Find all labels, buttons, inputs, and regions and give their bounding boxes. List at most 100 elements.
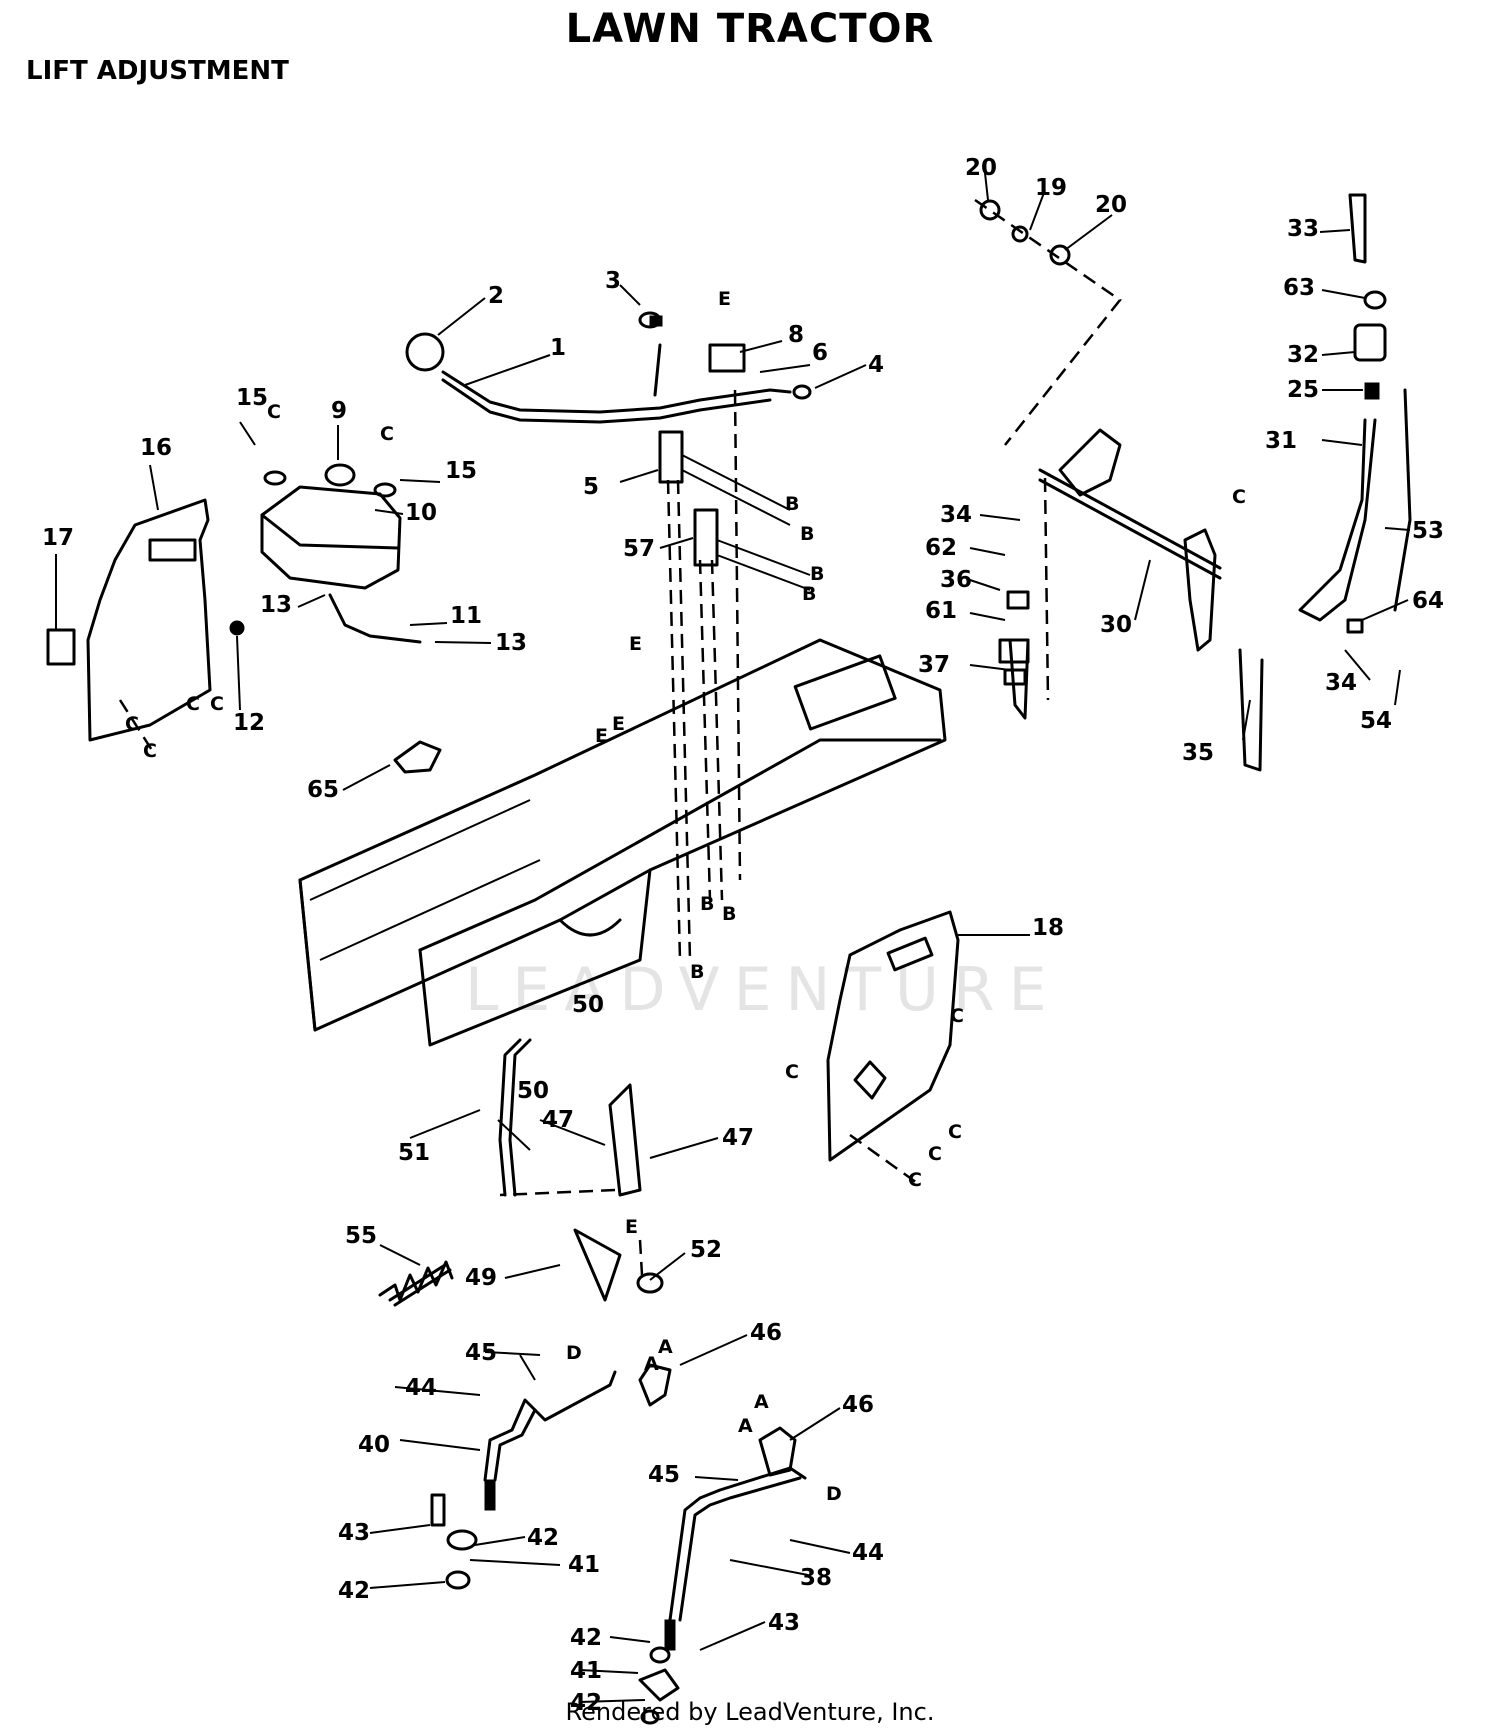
- callout-34b: 34: [1325, 670, 1357, 696]
- right-side-panel: [826, 910, 960, 1187]
- callout-46b: 46: [842, 1392, 874, 1418]
- callout-17: 17: [42, 525, 74, 551]
- page-title: LAWN TRACTOR: [565, 6, 935, 52]
- letter-c1: C: [267, 401, 281, 423]
- callout-19: 19: [1035, 175, 1067, 201]
- letter-b4: B: [802, 583, 816, 605]
- callout-62: 62: [925, 535, 957, 561]
- callout-30: 30: [1100, 612, 1132, 638]
- connection-letters: A A A A B B B B B B B C C C C C C C C C …: [125, 288, 1246, 1505]
- callout-13a: 13: [260, 592, 292, 618]
- footer-credit: Rendered by LeadVenture, Inc.: [565, 1698, 935, 1726]
- callout-15b: 15: [445, 458, 477, 484]
- letter-d1: D: [566, 1342, 582, 1364]
- letter-d2: D: [826, 1483, 842, 1505]
- callout-47a: 47: [542, 1107, 574, 1133]
- callout-43a: 43: [338, 1520, 370, 1546]
- letter-e1: E: [718, 288, 731, 310]
- letter-c12: C: [908, 1169, 922, 1191]
- letter-a4: A: [738, 1415, 753, 1437]
- callout-44a: 44: [405, 1375, 437, 1401]
- callout-42c: 42: [570, 1625, 602, 1651]
- callout-47b: 47: [722, 1125, 754, 1151]
- fuel-tank: [260, 463, 422, 644]
- lift-arm-left: [430, 1363, 672, 1590]
- callout-38: 38: [800, 1565, 832, 1591]
- callout-46a: 46: [750, 1320, 782, 1346]
- letter-a1: A: [644, 1353, 659, 1375]
- callout-42a: 42: [527, 1525, 559, 1551]
- callout-16: 16: [140, 435, 172, 461]
- hardware-pieces: [638, 199, 1071, 686]
- letter-e5: E: [625, 1216, 638, 1238]
- lift-brackets: [658, 389, 811, 961]
- callout-50b: 50: [517, 1078, 549, 1104]
- callout-35: 35: [1182, 740, 1214, 766]
- callout-37: 37: [918, 652, 950, 678]
- letter-e3: E: [595, 725, 608, 747]
- callout-44b: 44: [852, 1540, 884, 1566]
- callout-34a: 34: [940, 502, 972, 528]
- tractor-frame: [298, 638, 947, 1047]
- left-side-panel: [46, 498, 245, 756]
- leader-lines: [55, 172, 1411, 1703]
- callout-33: 33: [1287, 216, 1319, 242]
- letter-b7: B: [690, 961, 704, 983]
- letter-c6: C: [186, 693, 200, 715]
- part-callouts: 1 2 3 4 5 6 8 9 10 11 12 13 13 15 15 16 …: [42, 155, 1444, 1716]
- callout-64: 64: [1412, 588, 1444, 614]
- letter-c5: C: [143, 740, 157, 762]
- callout-1: 1: [550, 335, 566, 361]
- callout-5: 5: [583, 474, 599, 500]
- callout-4: 4: [868, 352, 884, 378]
- callout-63: 63: [1283, 275, 1315, 301]
- letter-b1: B: [785, 493, 799, 515]
- callout-43b: 43: [768, 1610, 800, 1636]
- callout-40: 40: [358, 1432, 390, 1458]
- callout-8: 8: [788, 322, 804, 348]
- callout-65: 65: [307, 777, 339, 803]
- letter-c8: C: [950, 1005, 964, 1027]
- letter-c11: C: [928, 1143, 942, 1165]
- bracket-65: [393, 740, 442, 774]
- letter-c4: C: [125, 713, 139, 735]
- callout-45a: 45: [465, 1340, 497, 1366]
- callout-18: 18: [1032, 915, 1064, 941]
- callout-54: 54: [1360, 708, 1392, 734]
- callout-53: 53: [1412, 518, 1444, 544]
- callout-11: 11: [450, 603, 482, 629]
- rear-lift-shaft-assembly: [974, 198, 1264, 772]
- pivot-linkage: [388, 1038, 664, 1307]
- lift-arm-right: [638, 1426, 807, 1725]
- letter-e2: E: [629, 633, 642, 655]
- letter-b6: B: [722, 903, 736, 925]
- callout-55: 55: [345, 1223, 377, 1249]
- letter-c10: C: [948, 1121, 962, 1143]
- diagram-subtitle: LIFT ADJUSTMENT: [26, 56, 289, 86]
- callout-6: 6: [812, 340, 828, 366]
- callout-3: 3: [605, 268, 621, 294]
- letter-a2: A: [658, 1336, 673, 1358]
- letter-c9: C: [785, 1061, 799, 1083]
- callout-15a: 15: [236, 385, 268, 411]
- letter-c7: C: [210, 693, 224, 715]
- callout-61: 61: [925, 598, 957, 624]
- callout-25: 25: [1287, 377, 1319, 403]
- letter-b2: B: [800, 523, 814, 545]
- callout-20b: 20: [1095, 192, 1127, 218]
- letter-c3: C: [1232, 486, 1246, 508]
- callout-2: 2: [488, 283, 504, 309]
- callout-10: 10: [405, 500, 437, 526]
- callout-45b: 45: [648, 1462, 680, 1488]
- letter-c2: C: [380, 423, 394, 445]
- callout-32: 32: [1287, 342, 1319, 368]
- callout-52: 52: [690, 1237, 722, 1263]
- callout-41a: 41: [568, 1552, 600, 1578]
- callout-9: 9: [331, 398, 347, 424]
- callout-42b: 42: [338, 1578, 370, 1604]
- lift-lever-assembly: [405, 315, 792, 424]
- callout-36: 36: [940, 567, 972, 593]
- callout-49: 49: [465, 1265, 497, 1291]
- letter-b3: B: [810, 563, 824, 585]
